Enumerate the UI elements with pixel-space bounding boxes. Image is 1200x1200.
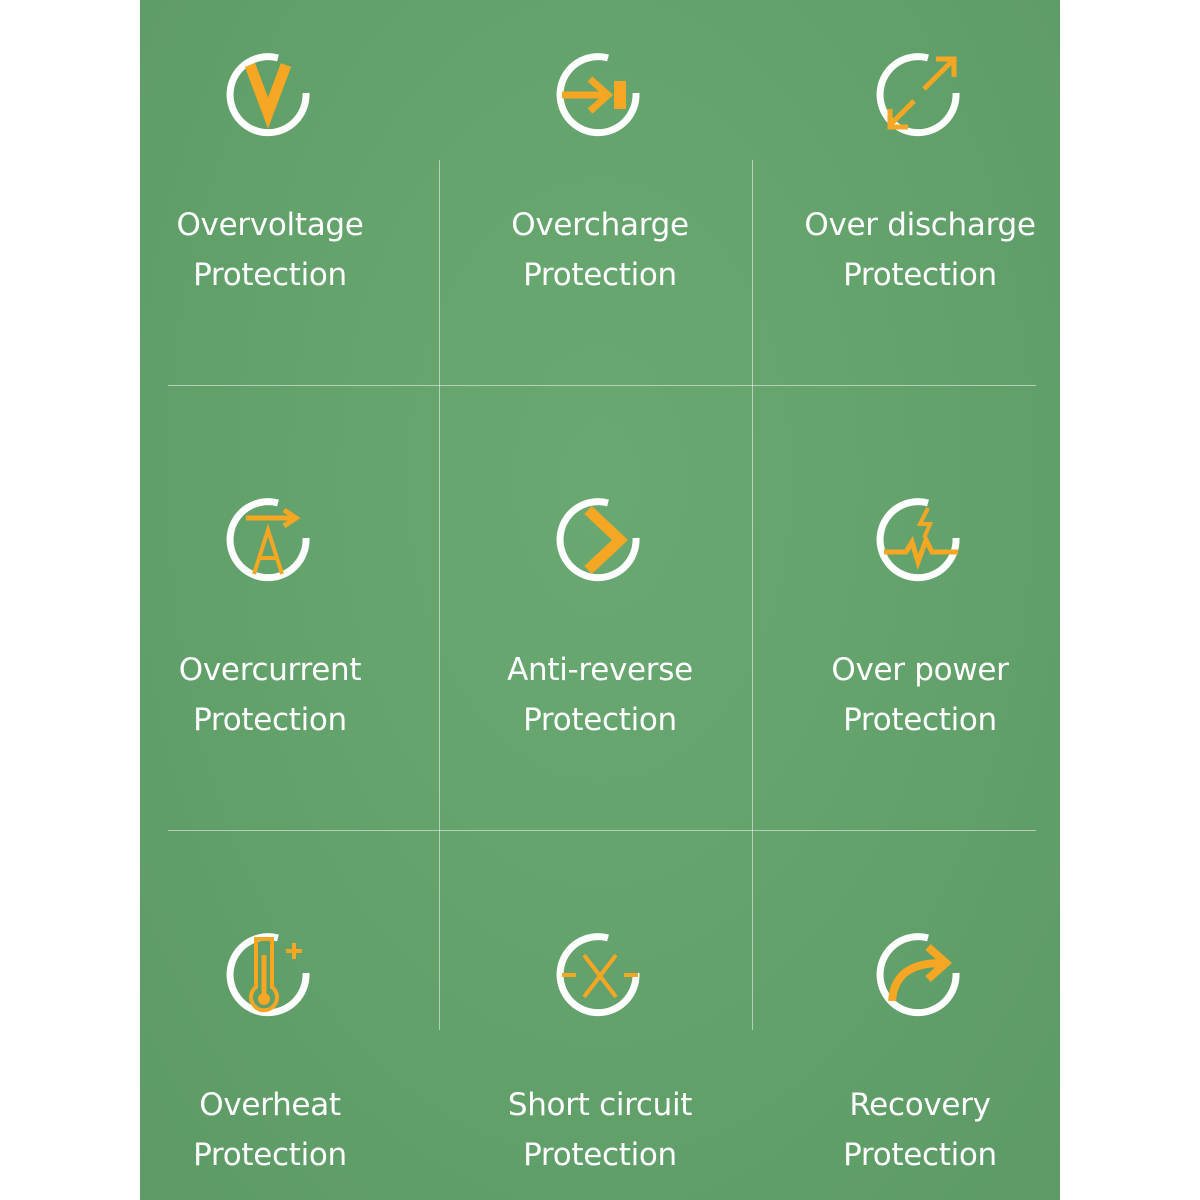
short-circuit-icon <box>550 925 650 1025</box>
feature-label: Overvoltage Protection <box>176 207 364 293</box>
feature-label: Over discharge Protection <box>804 207 1036 293</box>
features-panel: Overvoltage Protection Overcharge Protec… <box>140 0 1060 1200</box>
feature-overcurrent: Overcurrent Protection <box>140 445 440 825</box>
feature-over-power: Over power Protection <box>790 445 1060 825</box>
feature-label: Anti-reverse Protection <box>507 652 693 738</box>
feature-anti-reverse: Anti-reverse Protection <box>470 445 770 825</box>
feature-recovery: Recovery Protection <box>790 880 1060 1200</box>
anti-reverse-icon <box>550 490 650 590</box>
feature-overvoltage: Overvoltage Protection <box>140 0 440 380</box>
overcharge-icon <box>550 45 650 145</box>
grid-divider <box>168 385 1036 386</box>
feature-label: Short circuit Protection <box>507 1087 693 1173</box>
recovery-icon <box>870 925 970 1025</box>
feature-label: Overcharge Protection <box>511 207 689 293</box>
feature-overcharge: Overcharge Protection <box>470 0 770 380</box>
feature-overheat: Overheat Protection <box>140 880 440 1200</box>
feature-over-discharge: Over discharge Protection <box>790 0 1060 380</box>
overvoltage-icon <box>220 45 320 145</box>
feature-short-circuit: Short circuit Protection <box>470 880 770 1200</box>
grid-divider <box>168 830 1036 831</box>
grid-divider <box>439 160 440 1030</box>
over-power-icon <box>870 490 970 590</box>
overheat-icon <box>220 925 320 1025</box>
grid-divider <box>752 160 753 1030</box>
feature-label: Over power Protection <box>831 652 1009 738</box>
feature-label: Overheat Protection <box>193 1087 347 1173</box>
over-discharge-icon <box>870 45 970 145</box>
feature-label: Overcurrent Protection <box>178 652 362 738</box>
feature-label: Recovery Protection <box>843 1087 997 1173</box>
overcurrent-icon <box>220 490 320 590</box>
